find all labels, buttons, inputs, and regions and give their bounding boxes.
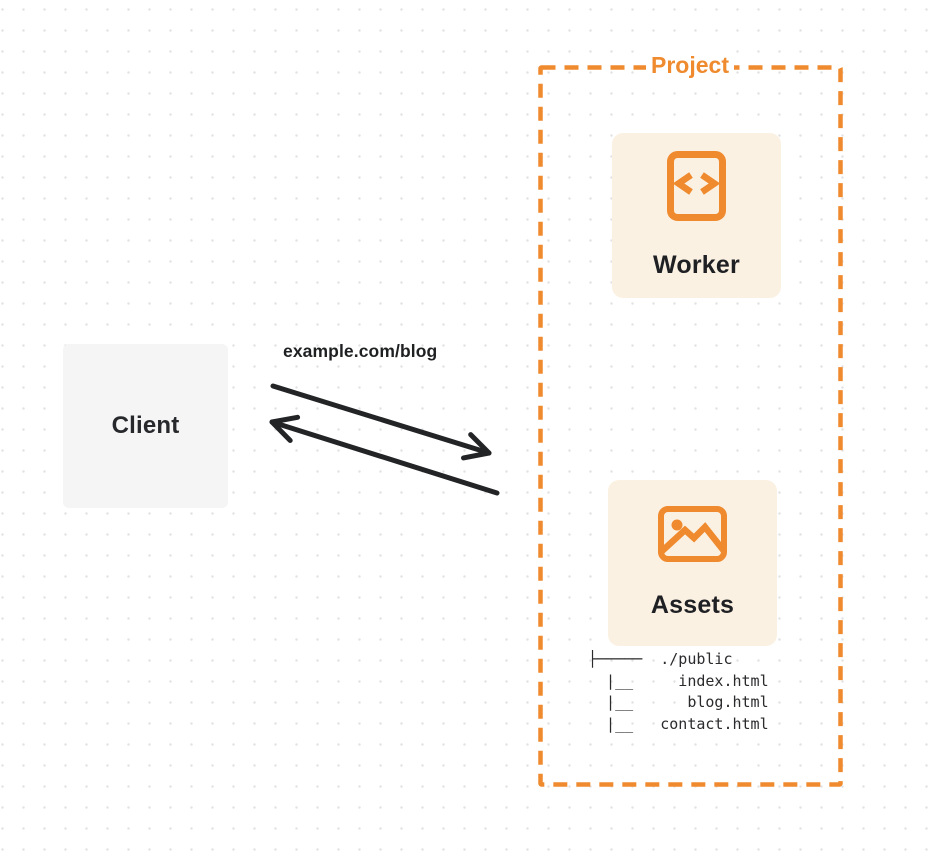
assets-file-tree: ├───── ./public |__ index.html |__ blog.…	[588, 649, 769, 735]
worker-node: Worker	[612, 133, 781, 298]
image-icon	[658, 506, 727, 567]
response-arrowhead	[269, 414, 301, 443]
project-title: Project	[646, 50, 734, 80]
worker-label: Worker	[653, 251, 740, 279]
code-file-icon	[667, 151, 726, 226]
assets-node: Assets	[608, 480, 777, 646]
request-arrowhead	[461, 432, 492, 461]
client-label: Client	[111, 412, 180, 439]
tree-line-index: |__ index.html	[588, 671, 769, 690]
request-url-label: example.com/blog	[283, 341, 438, 361]
response-arrow-shaft	[269, 419, 500, 496]
request-arrow-shaft	[270, 383, 492, 456]
tree-line-blog: |__ blog.html	[588, 693, 769, 711]
tree-line-public: ├───── ./public	[588, 650, 733, 668]
client-node: Client	[63, 344, 228, 508]
assets-label: Assets	[650, 591, 735, 619]
tree-line-contact: |__ contact.html	[588, 714, 769, 733]
